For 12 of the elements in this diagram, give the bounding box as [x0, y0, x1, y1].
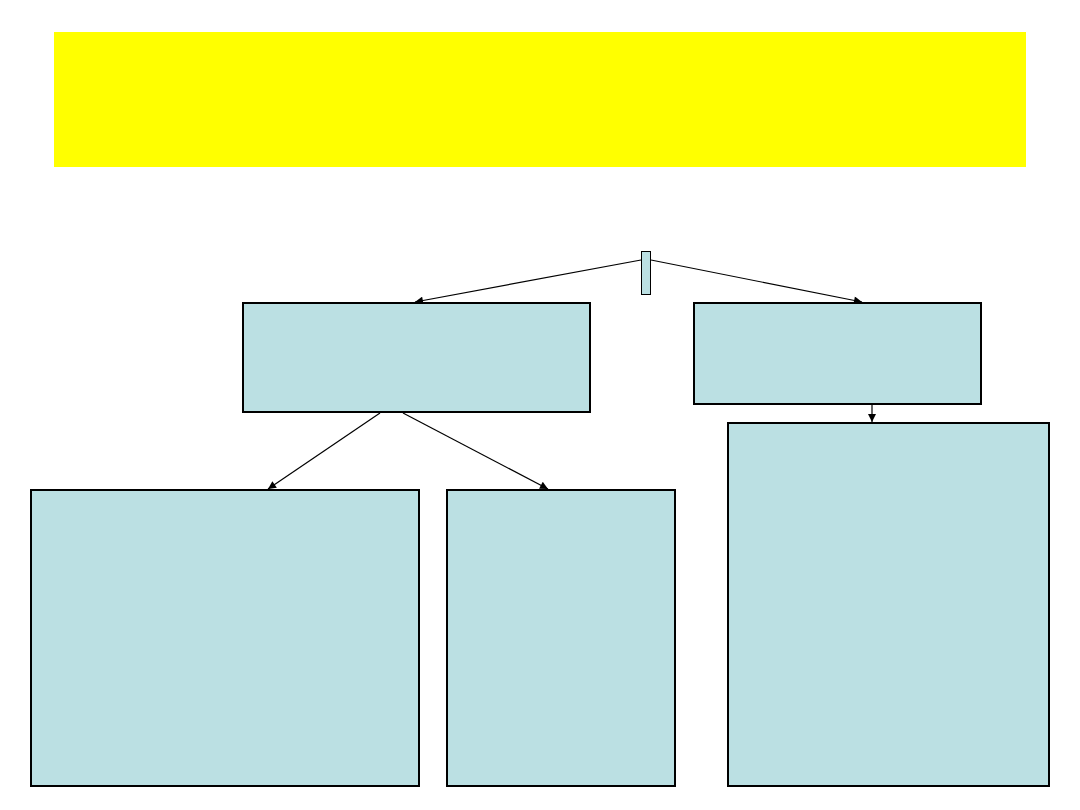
arrow: [402, 412, 549, 490]
title-banner: [54, 32, 1026, 167]
process-box: [727, 422, 1050, 787]
process-box: [446, 489, 676, 787]
small-box: [641, 251, 651, 295]
arrow: [267, 412, 381, 490]
arrow: [650, 259, 863, 305]
process-box: [30, 489, 420, 787]
process-box: [242, 302, 591, 413]
process-box: [693, 302, 982, 405]
arrow: [414, 259, 642, 305]
arrow: [868, 404, 876, 423]
